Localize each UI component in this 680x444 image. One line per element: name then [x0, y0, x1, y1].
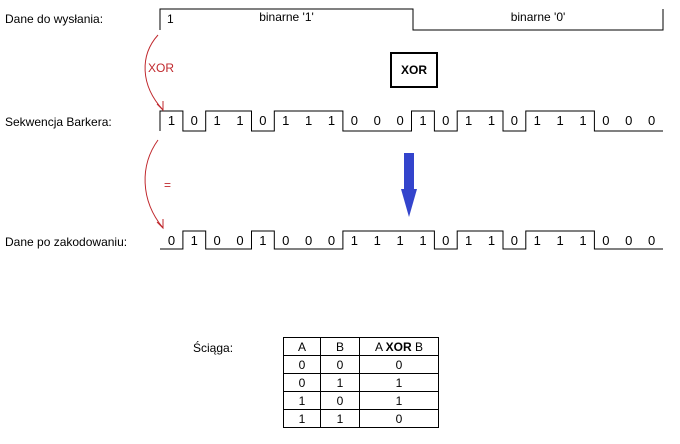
binary-zero-segment: binarne '0' — [510, 10, 566, 24]
cell-a: 1 — [283, 391, 321, 410]
bit-cell: 1 — [327, 113, 336, 128]
bit-cell: 0 — [442, 233, 450, 248]
cell-b: 1 — [320, 373, 360, 392]
cell-result: 0 — [359, 409, 439, 428]
barker-signal-line — [159, 110, 663, 132]
bit-cell: 1 — [579, 113, 587, 128]
cell-b: 0 — [320, 391, 360, 410]
bit-cell: 1 — [487, 113, 496, 128]
bit-cell: 1 — [259, 233, 267, 248]
xor-curve-arrow — [144, 34, 164, 111]
bit-cell: 1 — [556, 113, 564, 128]
cell-result: 1 — [359, 391, 439, 410]
header-b: B — [320, 337, 360, 356]
cell-a: 0 — [283, 355, 321, 374]
data-to-send-label: Dane do wysłania: — [5, 12, 104, 26]
cell-a: 0 — [283, 373, 321, 392]
header-a: A — [283, 337, 321, 356]
bit-cell: 0 — [510, 113, 518, 128]
data-signal-line — [159, 8, 664, 31]
cell-result: 1 — [359, 373, 439, 392]
bit-cell: 0 — [396, 113, 404, 128]
table-row: 1 0 1 — [283, 391, 439, 410]
bit-cell: 0 — [442, 113, 450, 128]
bit-cell: 0 — [602, 113, 610, 128]
bit-cell: 1 — [190, 233, 198, 248]
bit-cell: 0 — [327, 233, 336, 248]
binary-one-segment: binarne '1' — [259, 10, 314, 24]
bit-cell: 1 — [373, 233, 381, 248]
cheat-sheet-label: Ściąga: — [193, 341, 234, 355]
xor-truth-table: A B A XOR B 0 0 0 0 1 1 1 0 1 1 1 0 — [283, 337, 439, 428]
cell-a: 1 — [283, 409, 321, 428]
xor-operation-box: XOR — [390, 52, 438, 88]
bit-cell: 0 — [213, 233, 221, 248]
bit-cell: 1 — [213, 113, 221, 128]
bit-cell: 0 — [167, 233, 176, 248]
table-row: 1 1 0 — [283, 409, 439, 428]
eq-curve-arrowhead — [156, 219, 164, 230]
table-row: 0 1 1 — [283, 373, 439, 392]
bit-cell: 0 — [602, 233, 610, 248]
bit-cell: 1 — [419, 113, 427, 128]
bit-cell: 0 — [647, 113, 656, 128]
barker-sequence-label: Sekwencja Barkera: — [5, 115, 112, 129]
truth-table-header: A B A XOR B — [283, 337, 439, 356]
header-a-xor-b: A XOR B — [359, 337, 439, 356]
encoded-data-label: Dane po zakodowaniu: — [5, 235, 128, 249]
bit-cell: 1 — [350, 233, 358, 248]
bit-cell: 0 — [190, 113, 198, 128]
bit-cell: 0 — [350, 113, 358, 128]
bit-cell: 0 — [282, 233, 290, 248]
encoded-signal-line — [160, 230, 663, 250]
bit-cell: 0 — [236, 233, 244, 248]
bit-cell: 0 — [625, 233, 633, 248]
cell-result: 0 — [359, 355, 439, 374]
bit-cell: 0 — [510, 233, 518, 248]
cell-b: 0 — [320, 355, 360, 374]
first-data-bit: 1 — [167, 12, 174, 26]
bit-cell: 1 — [419, 233, 427, 248]
bit-cell: 0 — [647, 233, 656, 248]
bit-cell: 0 — [373, 113, 381, 128]
bit-cell: 1 — [579, 233, 587, 248]
bit-cell: 1 — [304, 113, 313, 128]
down-arrow-shaft — [404, 153, 414, 191]
bit-cell: 1 — [533, 233, 541, 248]
bit-cell: 1 — [533, 113, 541, 128]
table-row: 0 0 0 — [283, 355, 439, 374]
bit-cell: 1 — [487, 233, 496, 248]
xor-arrow-label: XOR — [148, 61, 175, 75]
bit-cell: 1 — [236, 113, 244, 128]
bit-cell: 1 — [556, 233, 564, 248]
bit-cell: 0 — [304, 233, 313, 248]
bit-cell: 1 — [167, 113, 176, 128]
bit-cell: 1 — [465, 113, 473, 128]
eq-curve-arrow — [144, 139, 164, 229]
cell-b: 1 — [320, 409, 360, 428]
bit-cell: 1 — [282, 113, 290, 128]
equals-arrow-label: = — [164, 178, 172, 192]
bit-cell: 1 — [396, 233, 404, 248]
bit-cell: 0 — [259, 113, 267, 128]
bit-cell: 0 — [625, 113, 633, 128]
down-arrow-head — [401, 189, 417, 217]
xor-curve-arrowhead — [156, 101, 164, 112]
bit-cell: 1 — [465, 233, 473, 248]
